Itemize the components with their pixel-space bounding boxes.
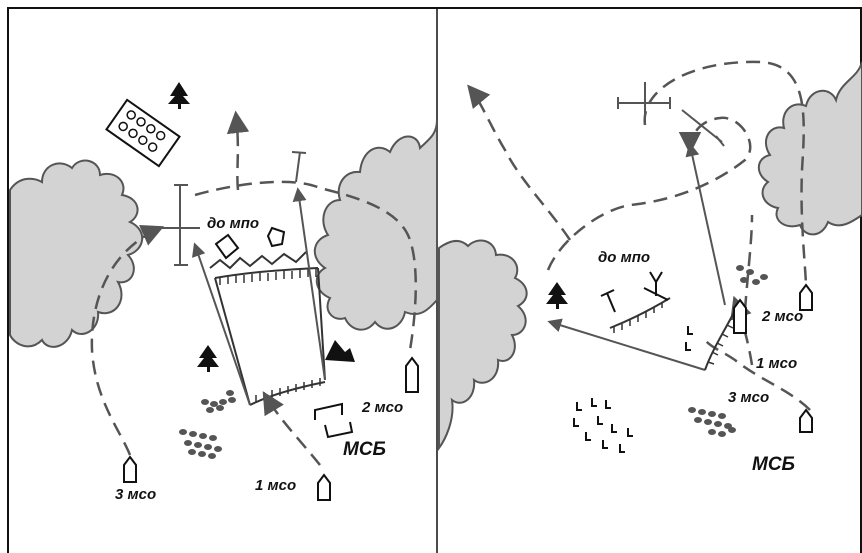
forest-area (438, 239, 528, 452)
unit-column (688, 407, 736, 437)
tree-icon (546, 282, 568, 309)
obstacle-icon (266, 226, 286, 248)
obstacle-icon (291, 151, 307, 183)
crossing-icon (160, 184, 200, 266)
assault-arrow (292, 187, 326, 381)
boat-icon (123, 356, 419, 501)
tree-icon (197, 345, 219, 372)
unit-label-2mso: 2 мсо (361, 399, 403, 416)
unit-column (179, 429, 222, 459)
unit-label-3mso: 3 мсо (115, 486, 156, 503)
dest-label: до мпо (598, 249, 650, 266)
l-marks (573, 326, 693, 453)
obstacle-icon (214, 233, 240, 260)
unit-label-3mso: 3 мсо (728, 389, 769, 406)
right-panel: до мпо 2 мсо 1 мсо 3 мсо МСБ (438, 60, 862, 475)
route-north (226, 110, 250, 191)
msb-position (314, 402, 354, 439)
unit-label-1mso: 1 мсо (255, 477, 296, 494)
unit-label-msb: МСБ (343, 439, 386, 460)
obstacle-icon (681, 109, 725, 147)
unit-column (201, 390, 236, 413)
forest-area (9, 159, 144, 348)
route-2mso (743, 214, 754, 311)
crossing-icon (617, 82, 671, 125)
unit-label-msb: МСБ (752, 454, 795, 475)
unit-column (736, 265, 768, 285)
triangle-icon (325, 340, 355, 362)
assault-arrow (547, 318, 706, 371)
forest-area (313, 119, 438, 331)
route-3mso-r (704, 339, 811, 411)
defence-line (609, 297, 739, 371)
route-3mso (90, 224, 165, 456)
left-panel: до мпо 3 мсо 1 мсо 2 мсо МСБ (9, 82, 438, 503)
obstacle-icon (600, 271, 669, 313)
route-mid (546, 116, 752, 271)
route-return (467, 84, 572, 241)
forest-area (757, 61, 862, 236)
boat-icon (733, 283, 813, 433)
assault-arrow (192, 242, 251, 406)
unit-label-1mso: 1 мсо (756, 355, 797, 372)
frame-border (7, 7, 862, 553)
unit-label-2mso: 2 мсо (761, 308, 803, 325)
assault-zone (209, 251, 326, 406)
route-top (194, 180, 417, 351)
dest-label: до мпо (207, 215, 259, 232)
assault-arrow (685, 142, 726, 306)
route-top-loop (643, 60, 808, 286)
tree-icon (168, 82, 190, 109)
route-1mso (262, 391, 321, 466)
minefield-icon (105, 98, 181, 168)
